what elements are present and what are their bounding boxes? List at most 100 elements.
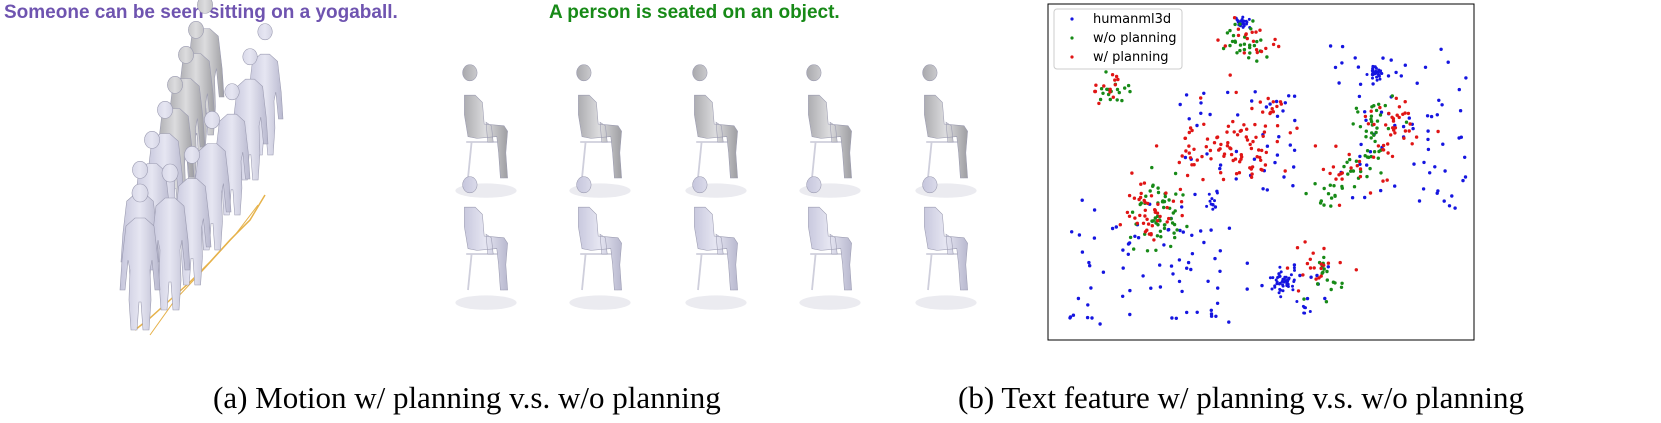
- scatter-point: [1185, 266, 1189, 270]
- scatter-point: [1386, 74, 1391, 78]
- scatter-point: [1227, 320, 1231, 324]
- scatter-point: [1178, 228, 1182, 233]
- scatter-point: [1247, 17, 1251, 21]
- scatter-point: [1205, 152, 1209, 156]
- scatter-point: [1183, 136, 1188, 140]
- scatter-point: [1384, 123, 1388, 127]
- seated-figure-w-planning: [915, 176, 977, 310]
- scatter-point: [1340, 171, 1345, 175]
- scatter-point: [1223, 44, 1228, 48]
- scatter-point: [1093, 89, 1097, 94]
- scatter-point: [1369, 114, 1374, 118]
- scatter-point: [1132, 196, 1137, 200]
- scatter-point: [1087, 260, 1091, 265]
- seated-figure-w-planning: [569, 176, 631, 310]
- scatter-point: [1281, 277, 1285, 281]
- scatter-point: [1368, 150, 1373, 154]
- scatter-point: [1205, 137, 1210, 141]
- scatter-point: [1287, 94, 1291, 98]
- scatter-point: [1250, 106, 1254, 111]
- scatter-point: [1239, 157, 1243, 161]
- scatter-point: [1099, 87, 1104, 91]
- scatter-point: [1319, 266, 1323, 271]
- scatter-point: [1322, 203, 1326, 207]
- scatter-point: [1309, 275, 1313, 279]
- scatter-point: [1288, 143, 1293, 147]
- scatter-point: [1277, 44, 1281, 49]
- scatter-point: [1207, 192, 1211, 196]
- scatter-point: [1126, 242, 1131, 246]
- scatter-point: [1145, 228, 1149, 232]
- scatter-point: [1279, 295, 1283, 299]
- scatter-point: [1266, 96, 1270, 101]
- scatter-point: [1169, 244, 1173, 249]
- scatter-point: [1322, 255, 1326, 260]
- scatter-point: [1287, 276, 1291, 280]
- scatter-point: [1407, 116, 1412, 120]
- scatter-point: [1326, 192, 1331, 196]
- scatter-point: [1211, 207, 1215, 211]
- scatter-point: [1357, 94, 1362, 99]
- scatter-point: [1183, 155, 1188, 160]
- scatter-point: [1368, 166, 1372, 171]
- scatter-point: [1228, 43, 1232, 48]
- scatter-point: [1295, 126, 1299, 130]
- scatter-point: [1193, 192, 1197, 197]
- scatter-point: [1441, 142, 1445, 146]
- scatter-point: [1304, 191, 1308, 196]
- scatter-point: [1389, 58, 1393, 62]
- scatter-point: [1301, 273, 1305, 277]
- scatter-point: [1188, 156, 1193, 160]
- scatter-point: [1357, 159, 1362, 164]
- scatter-point: [1238, 48, 1242, 53]
- scatter-point: [1248, 45, 1252, 50]
- scatter-point: [1298, 273, 1302, 278]
- scatter-point: [1221, 177, 1226, 182]
- scatter-point: [1345, 160, 1349, 164]
- scatter-point: [1092, 208, 1097, 212]
- scatter-point: [1365, 73, 1369, 76]
- scatter-point: [1147, 232, 1152, 236]
- scatter-point: [1387, 111, 1391, 116]
- scatter-point: [1275, 153, 1280, 157]
- scatter-point: [1376, 144, 1381, 148]
- scatter-point: [1377, 74, 1381, 78]
- scatter-point: [1313, 144, 1318, 148]
- scatter-point: [1242, 42, 1247, 46]
- scatter-point: [1379, 188, 1383, 193]
- scatter-point: [1447, 204, 1452, 208]
- scatter-point: [1426, 147, 1431, 152]
- scatter-point: [1115, 98, 1119, 102]
- scatter-point: [1190, 233, 1194, 237]
- scatter-point: [1234, 90, 1238, 95]
- scatter-point: [1070, 230, 1074, 234]
- scatter-point: [1337, 173, 1341, 177]
- scatter-point: [1291, 184, 1295, 188]
- scatter-point: [1403, 129, 1408, 133]
- scatter-point: [1375, 75, 1379, 79]
- scatter-point: [1270, 287, 1274, 291]
- scatter-point: [1268, 102, 1272, 106]
- scatter-point: [1322, 267, 1326, 271]
- scatter-point: [1187, 117, 1191, 121]
- scatter-point: [1308, 266, 1313, 270]
- scatter-point: [1215, 191, 1219, 195]
- scatter-point: [1076, 296, 1081, 301]
- scatter-point: [1092, 236, 1097, 240]
- scatter-point: [1068, 315, 1073, 319]
- scatter-point: [1407, 129, 1411, 133]
- scatter-point: [1128, 312, 1132, 317]
- scatter-point: [1185, 173, 1190, 178]
- prompt-left: Someone can be seen sitting on a yogabal…: [4, 2, 398, 23]
- scatter-point: [1235, 133, 1240, 137]
- scatter-point: [1144, 194, 1148, 198]
- scatter-point: [1251, 39, 1256, 43]
- scatter-point: [1374, 130, 1378, 135]
- scatter-point: [1209, 314, 1214, 318]
- scatter-point: [1354, 106, 1359, 111]
- scatter-point: [1292, 263, 1297, 267]
- scatter-point: [1259, 38, 1263, 42]
- scatter-point: [1263, 124, 1268, 128]
- scatter-point: [1158, 285, 1163, 289]
- scatter-point: [1244, 33, 1248, 37]
